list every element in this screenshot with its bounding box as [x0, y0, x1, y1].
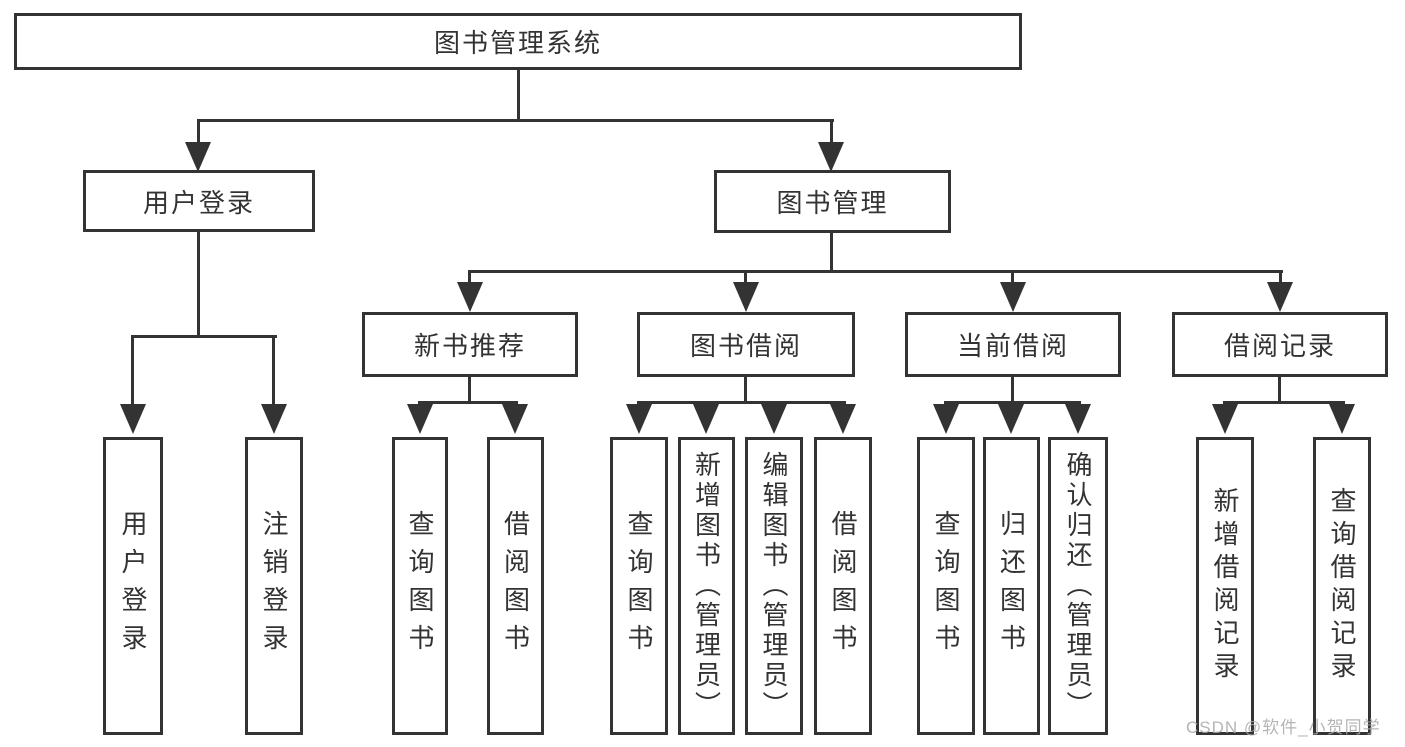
- arrow-down-icon: [998, 404, 1024, 434]
- connector-line-v: [197, 119, 200, 145]
- leaf-label: 归还图书: [996, 510, 1027, 662]
- leaf-label: 用户登录: [118, 510, 148, 662]
- arrow-down-icon: [818, 142, 844, 172]
- connector-line-v: [830, 233, 833, 273]
- connector-line-v: [517, 69, 520, 122]
- leaf-user-login: 用户登录: [103, 437, 163, 735]
- node-user-login: 用户登录: [83, 170, 315, 232]
- connector-line-v: [131, 335, 134, 406]
- node-root-library-system: 图书管理系统: [14, 13, 1022, 70]
- leaf-label: 查询图书: [624, 510, 654, 662]
- leaf-query-books: 查询图书: [917, 437, 975, 735]
- leaf-query-books: 查询图书: [610, 437, 668, 735]
- arrow-down-icon: [1267, 282, 1293, 312]
- leaf-query-books: 查询图书: [392, 437, 448, 735]
- arrow-down-icon: [502, 404, 528, 434]
- leaf-label: 确认归还（管理员）: [1063, 451, 1093, 721]
- leaf-logout: 注销登录: [245, 437, 303, 735]
- leaf-label: 查询借阅记录: [1327, 487, 1357, 685]
- connector-line-h: [197, 119, 834, 122]
- leaf-label: 新增图书（管理员）: [691, 451, 722, 721]
- leaf-label: 借阅图书: [500, 510, 531, 662]
- node-book-management: 图书管理: [714, 170, 951, 233]
- connector-line-h: [468, 270, 1283, 273]
- connector-line-h: [1223, 401, 1345, 404]
- csdn-watermark: CSDN @软件_小贺同学: [1186, 718, 1381, 737]
- leaf-return-books: 归还图书: [983, 437, 1040, 735]
- connector-line-v: [468, 270, 471, 284]
- arrow-down-icon: [120, 404, 146, 434]
- leaf-borrow-books: 借阅图书: [487, 437, 544, 735]
- connector-line-v: [197, 231, 200, 337]
- leaf-label: 编辑图书（管理员）: [759, 451, 789, 721]
- leaf-query-borrow-record: 查询借阅记录: [1313, 437, 1371, 735]
- leaf-label: 新增借阅记录: [1210, 487, 1240, 685]
- connector-line-v: [744, 270, 747, 284]
- node-current-borrowing: 当前借阅: [905, 312, 1121, 377]
- arrow-down-icon: [830, 404, 856, 434]
- leaf-confirm-return-admin: 确认归还（管理员）: [1048, 437, 1108, 735]
- node-book-borrowing: 图书借阅: [637, 312, 855, 377]
- connector-line-h: [637, 401, 846, 404]
- arrow-down-icon: [933, 404, 959, 434]
- arrow-down-icon: [457, 282, 483, 312]
- arrow-down-icon: [626, 404, 652, 434]
- node-new-book-recommendation: 新书推荐: [362, 312, 578, 377]
- arrow-down-icon: [261, 404, 287, 434]
- leaf-label: 查询图书: [931, 510, 961, 662]
- arrow-down-icon: [733, 282, 759, 312]
- connector-line-v: [468, 377, 471, 404]
- connector-line-h: [944, 401, 1081, 404]
- arrow-down-icon: [693, 404, 719, 434]
- arrow-down-icon: [407, 404, 433, 434]
- leaf-edit-books-admin: 编辑图书（管理员）: [745, 437, 803, 735]
- arrow-down-icon: [1212, 404, 1238, 434]
- arrow-down-icon: [1065, 404, 1091, 434]
- leaf-borrow-books: 借阅图书: [814, 437, 872, 735]
- arrow-down-icon: [761, 404, 787, 434]
- arrow-down-icon: [185, 142, 211, 172]
- connector-line-v: [1279, 270, 1282, 284]
- node-borrowing-records: 借阅记录: [1172, 312, 1388, 377]
- leaf-add-books-admin: 新增图书（管理员）: [678, 437, 735, 735]
- leaf-add-borrow-record: 新增借阅记录: [1196, 437, 1254, 735]
- connector-line-v: [1011, 270, 1014, 284]
- arrow-down-icon: [1329, 404, 1355, 434]
- connector-line-v: [1011, 377, 1014, 404]
- connector-line-v: [272, 335, 275, 406]
- connector-line-v: [744, 377, 747, 404]
- connector-line-v: [1278, 377, 1281, 404]
- arrow-down-icon: [1000, 282, 1026, 312]
- connector-line-h: [131, 335, 277, 338]
- leaf-label: 查询图书: [405, 510, 435, 662]
- connector-line-h: [418, 401, 518, 404]
- leaf-label: 注销登录: [259, 510, 289, 662]
- connector-line-v: [830, 119, 833, 145]
- leaf-label: 借阅图书: [828, 510, 858, 662]
